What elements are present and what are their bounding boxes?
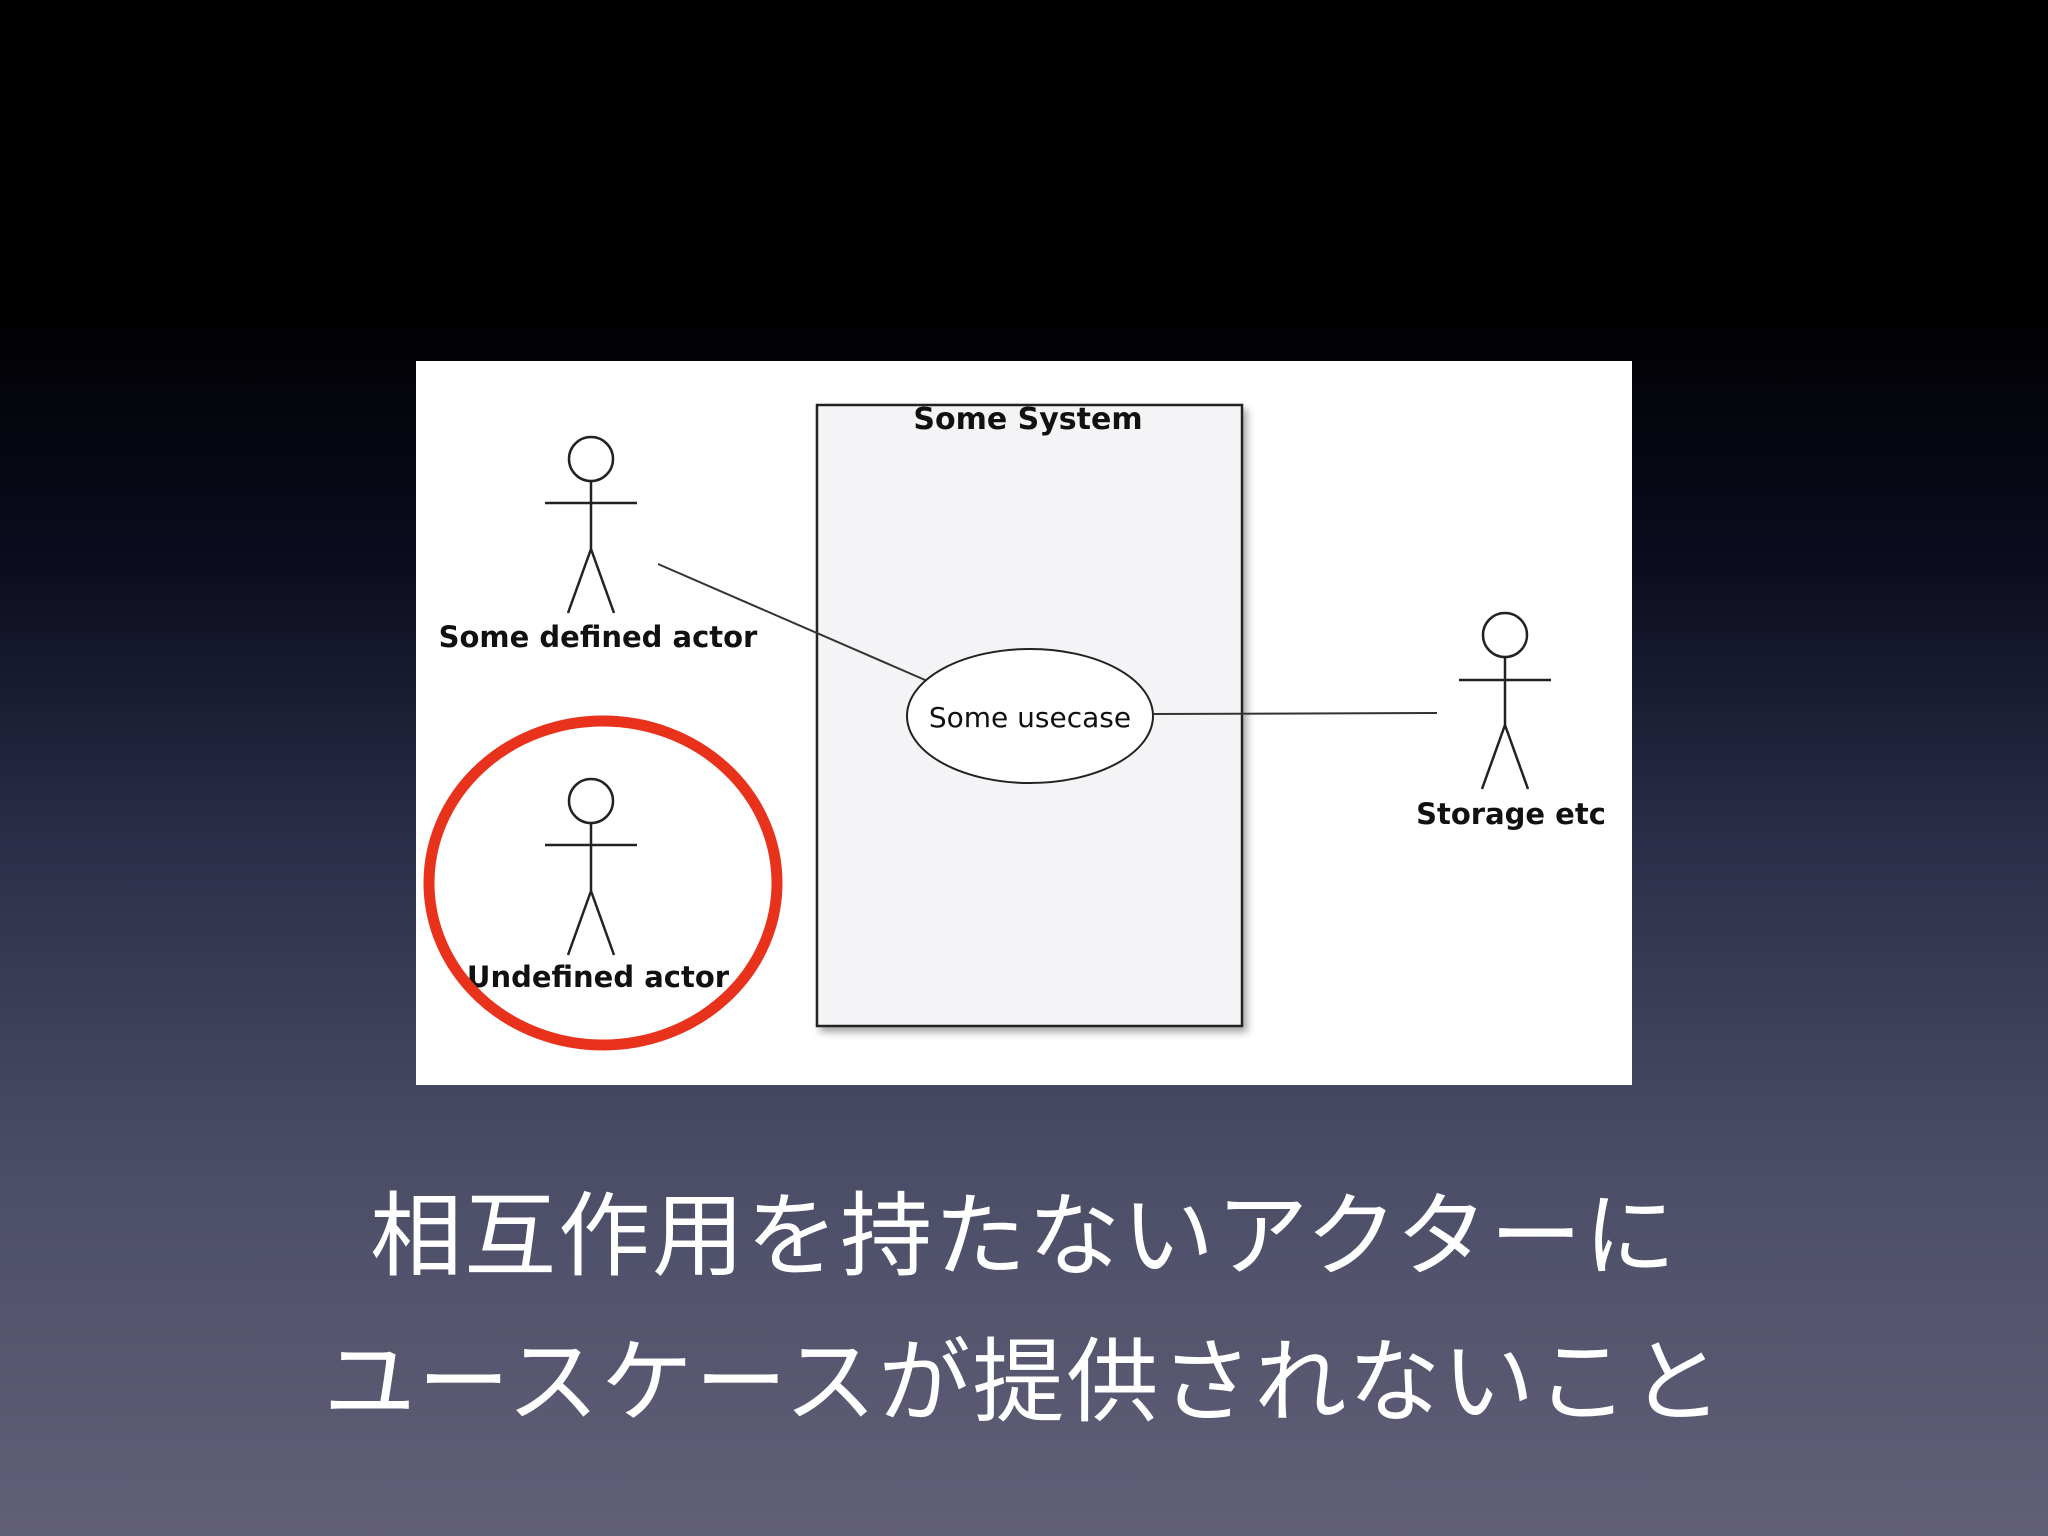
usecase-label: Some usecase: [929, 701, 1131, 734]
caption-line-2: ユースケースが提供されないこと: [323, 1329, 1725, 1436]
actor-storage-label: Storage etc: [1416, 797, 1606, 831]
caption-line-1: 相互作用を持たないアクターに: [370, 1183, 1678, 1290]
usecase-ellipse: [906, 648, 1154, 784]
actor-undefined: [545, 777, 637, 956]
actor-storage: [1459, 611, 1551, 790]
association-line-storage: [1153, 712, 1438, 715]
system-title: Some System: [913, 402, 1142, 437]
association-line-defined-actor: [657, 563, 933, 684]
actor-defined: [545, 435, 637, 614]
actor-defined-head: [567, 435, 615, 483]
use-case-diagram: Some System Some usecase Some defined ac…: [416, 361, 1632, 1085]
actor-storage-head: [1481, 611, 1529, 659]
actor-undefined-head: [567, 777, 615, 825]
actor-undefined-label: Undefined actor: [467, 960, 730, 994]
actor-defined-label: Some defined actor: [439, 620, 758, 654]
highlight-circle: [423, 715, 783, 1051]
diagram-canvas: Some System Some usecase Some defined ac…: [423, 402, 1606, 1051]
